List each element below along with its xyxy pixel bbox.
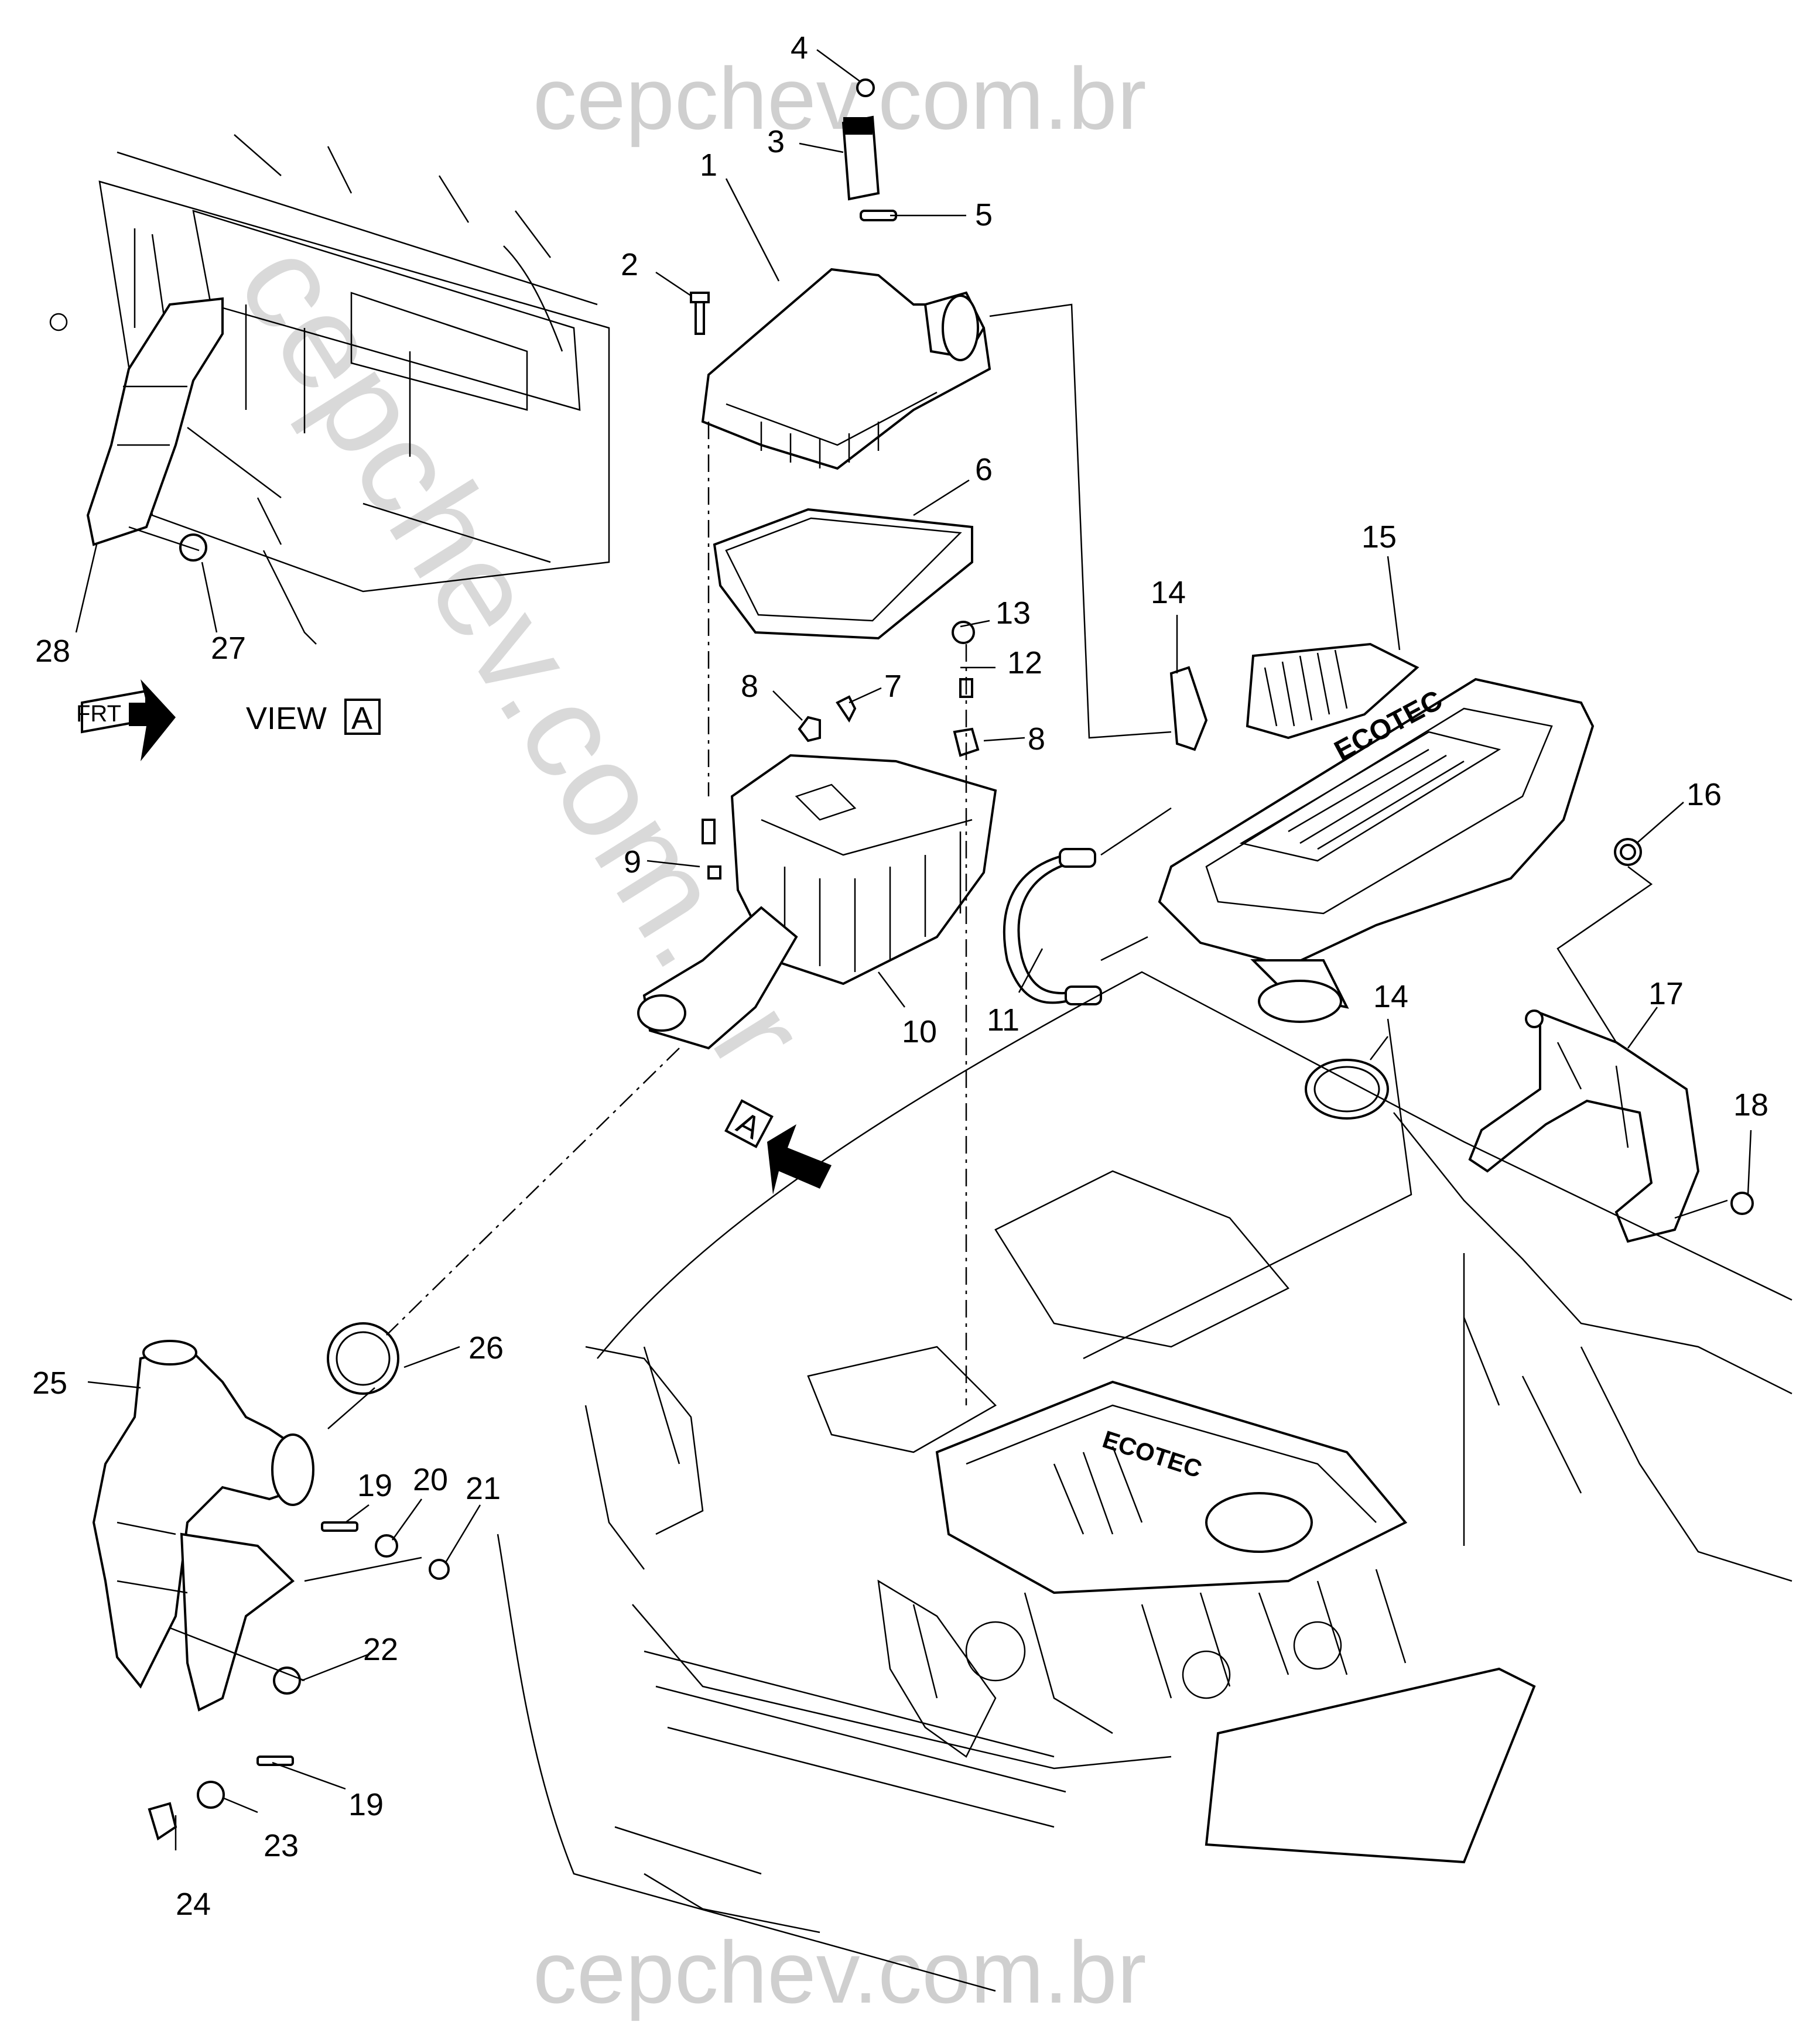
callout-24: 24: [176, 1887, 211, 1922]
sensor-3: [841, 78, 897, 221]
view-label: VIEW: [246, 701, 327, 736]
callout-5: 5: [975, 197, 993, 232]
callout-13: 13: [995, 596, 1031, 631]
callout-14a: 14: [1151, 575, 1186, 610]
view-a-inset: FRT VIEW A: [49, 134, 610, 761]
callout-21: 21: [466, 1471, 501, 1506]
clamps-14: [1169, 666, 1389, 1120]
housing-10: [637, 754, 997, 1050]
watermark-bottom: cepchev.com.br: [533, 1923, 1147, 2021]
callout-8b: 8: [1028, 721, 1045, 757]
callout-10: 10: [902, 1014, 937, 1049]
leader-lines: [128, 303, 1728, 1850]
callout-22: 22: [363, 1632, 398, 1667]
ring-26: [327, 1322, 399, 1395]
callout-23: 23: [264, 1828, 299, 1863]
callout-20: 20: [413, 1462, 448, 1497]
air-filter-6: [713, 508, 973, 640]
callout-6: 6: [975, 452, 993, 487]
callout-17: 17: [1648, 976, 1684, 1011]
callout-7: 7: [884, 669, 902, 704]
bracket-17: [1468, 1010, 1700, 1243]
callout-28: 28: [35, 634, 70, 669]
duct-25: [92, 1340, 314, 1712]
callout-2: 2: [621, 247, 638, 282]
callout-11: 11: [987, 1002, 1020, 1038]
callout-26: 26: [468, 1330, 504, 1366]
callout-19a: 19: [357, 1468, 392, 1503]
callout-4: 4: [791, 30, 808, 66]
callout-9: 9: [624, 844, 641, 880]
view-a-arrow: A: [724, 1099, 832, 1195]
watermark-top: cepchev.com.br: [533, 49, 1147, 148]
callout-leaders: [75, 49, 1752, 1813]
callout-12: 12: [1007, 645, 1042, 680]
callout-1: 1: [700, 148, 717, 183]
callout-14b: 14: [1373, 979, 1408, 1014]
callout-25: 25: [32, 1366, 67, 1401]
frt-label: FRT: [76, 701, 121, 727]
frt-arrow: FRT: [76, 679, 176, 761]
callout-3: 3: [767, 124, 785, 159]
callout-numbers: 1 2 3 4 5 6 7 8 8 9 10 11 12 13 14 14 15…: [32, 30, 1768, 1922]
grommet-16: [1614, 838, 1642, 866]
bolt-2: [690, 292, 710, 335]
callout-27: 27: [211, 631, 246, 666]
callout-16: 16: [1686, 777, 1722, 812]
hose-11: [1003, 848, 1102, 1005]
fasteners-19-24: [148, 1521, 450, 1841]
view-letter: A: [351, 701, 372, 736]
callout-8a: 8: [741, 669, 758, 704]
callout-19b: 19: [348, 1787, 384, 1822]
callout-15: 15: [1361, 519, 1397, 555]
engine-bay: ECOTEC: [497, 971, 1792, 1992]
air-cleaner-cover-1: [701, 268, 991, 470]
resonator-15: ECOTEC: [1158, 642, 1595, 1023]
callout-18: 18: [1733, 1087, 1768, 1123]
bolt-18: [1730, 1192, 1754, 1215]
